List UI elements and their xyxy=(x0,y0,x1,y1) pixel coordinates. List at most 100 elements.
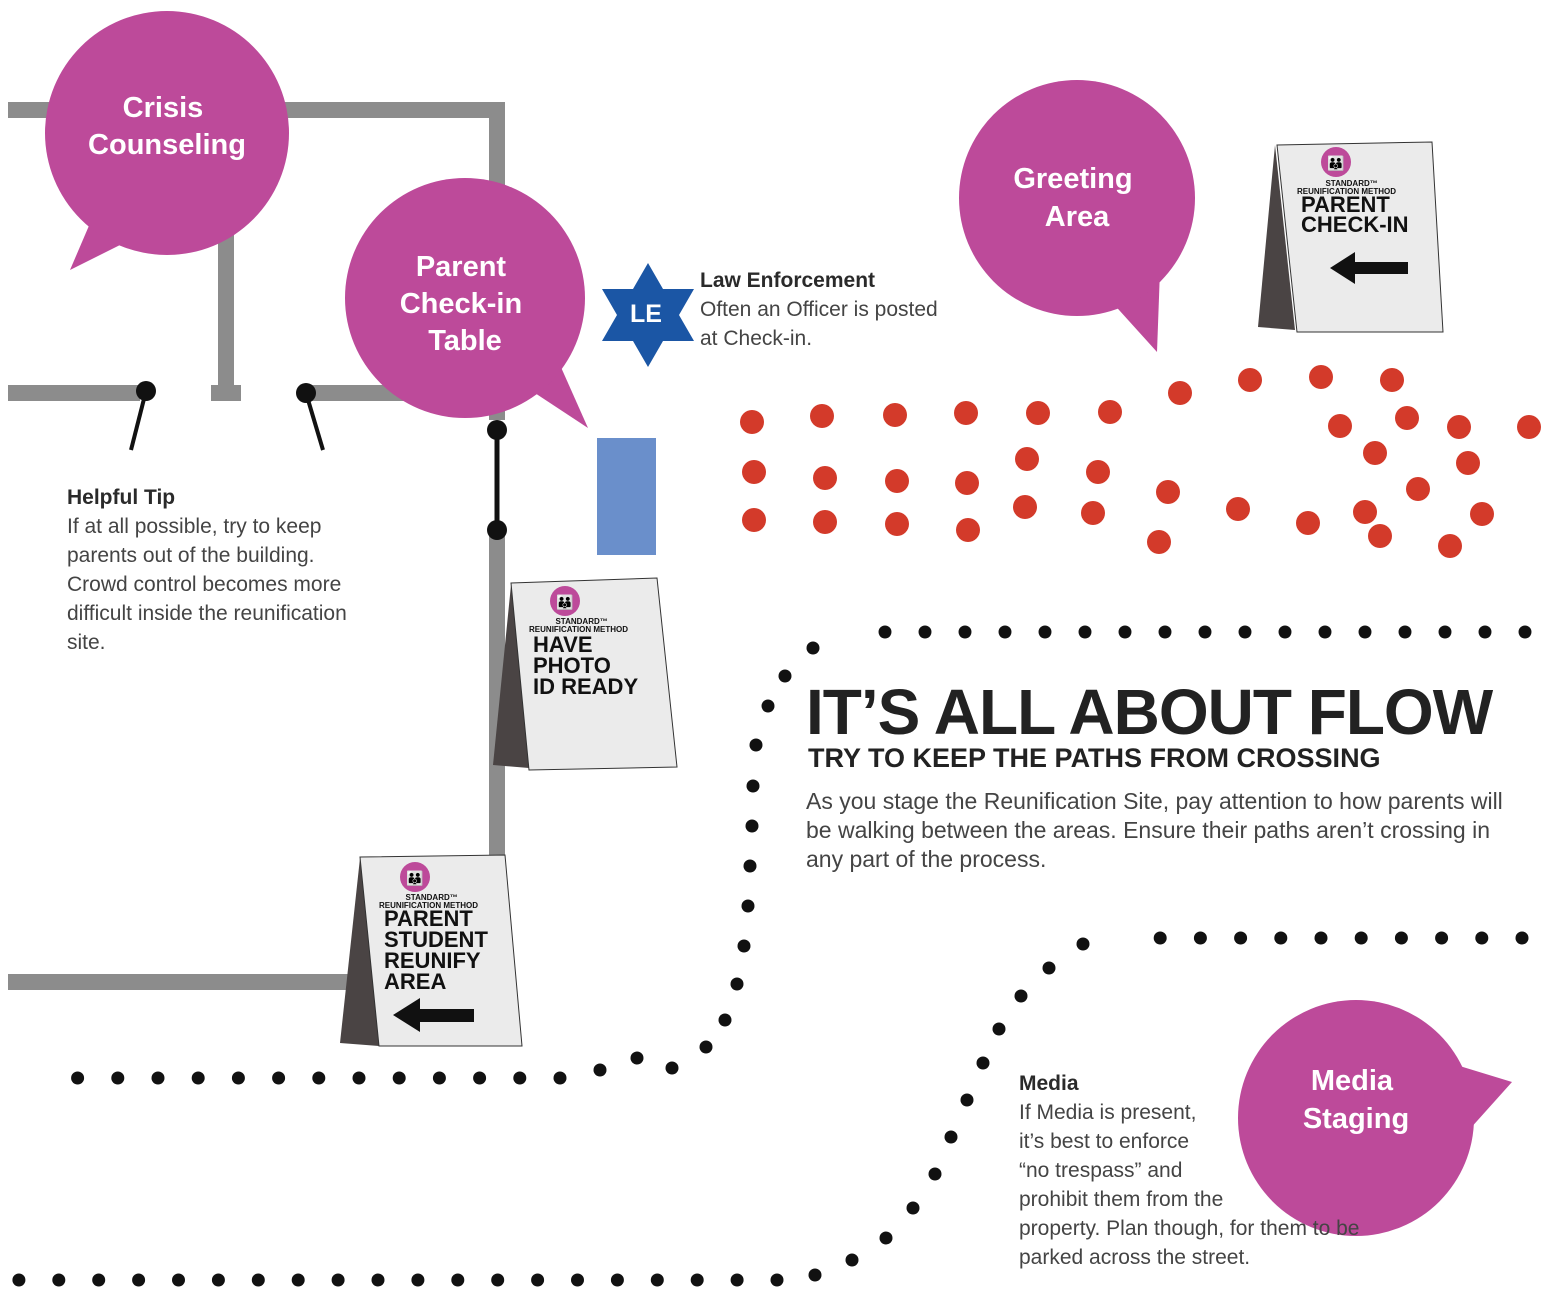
law-enforcement-body: Often an Officer is posted at Check-in. xyxy=(700,298,938,350)
crowd-dot xyxy=(1238,368,1262,392)
bubble-media-line-2: Staging xyxy=(1303,1103,1409,1135)
path-dot xyxy=(451,1273,465,1287)
svg-text:Parent Check-in Ta: Parent Check-in Table xyxy=(400,251,531,357)
crowd-dot xyxy=(1353,500,1377,524)
bubble-crisis-counseling: Crisis Counseling xyxy=(45,11,289,270)
bubble-checkin-line-1: Parent xyxy=(416,251,507,283)
path-dot xyxy=(571,1273,584,1287)
path-dot xyxy=(928,1167,942,1181)
crowd-dot xyxy=(1156,480,1180,504)
path-dot xyxy=(231,1071,245,1085)
crowd-dot xyxy=(1517,415,1541,439)
path-dot xyxy=(665,1061,679,1075)
sign-reunify-line-2: STUDENT xyxy=(384,927,488,952)
media-note-line-1: If Media is present, xyxy=(1019,1101,1197,1124)
path-dot xyxy=(741,899,755,913)
path-dot xyxy=(958,625,972,639)
le-badge-label: LE xyxy=(630,300,662,328)
path-dot xyxy=(513,1071,527,1085)
path-dot xyxy=(352,1071,366,1085)
path-dot xyxy=(1153,931,1167,945)
sign-reunify-line-4: AREA xyxy=(384,969,446,994)
bubble-media-line-1: Media xyxy=(1311,1065,1394,1097)
path-dot xyxy=(1314,931,1328,945)
svg-text:STANDARD™ REUNIFICATION: STANDARD™ REUNIFICATION METHOD xyxy=(379,893,478,910)
path-dot xyxy=(761,699,775,713)
door-right-hinge xyxy=(296,383,316,403)
bubble-media-staging: Media Staging xyxy=(1238,1000,1512,1236)
bubble-media-body xyxy=(1238,1000,1474,1236)
path-dot xyxy=(491,1273,505,1287)
door-checkin-top-hinge xyxy=(487,420,507,440)
law-enforcement-note: Law Enforcement Often an Officer is post… xyxy=(700,266,940,353)
crowd-dot xyxy=(1368,524,1392,548)
crowd-dot xyxy=(1081,501,1105,525)
sign-face xyxy=(359,854,523,1047)
crowd-dot xyxy=(1147,530,1171,554)
crowd-dot xyxy=(1086,460,1110,484)
path-dot xyxy=(1394,931,1408,945)
path-dot xyxy=(845,1253,859,1267)
path-dot xyxy=(1234,931,1248,945)
crowd-dot xyxy=(955,471,979,495)
path-dot xyxy=(291,1273,305,1287)
media-note-line-3: “no trespass” and xyxy=(1019,1159,1183,1182)
path-dot xyxy=(1354,931,1368,945)
path-dot xyxy=(1478,625,1492,639)
path-dot xyxy=(808,1268,822,1282)
path-dot xyxy=(745,819,759,833)
crowd-dot xyxy=(1309,365,1333,389)
crowd-dot xyxy=(956,518,980,542)
law-enforcement-title: Law Enforcement xyxy=(700,269,876,292)
sign-brand-top: STANDARD™ xyxy=(405,893,457,902)
parent-child-logo-icon xyxy=(400,862,430,892)
crowd-dot xyxy=(1328,414,1352,438)
sign-parent-checkin: 👪 STANDARD™ REUNIFICATION METHOD PARENT … xyxy=(1258,141,1444,333)
crowd-dot xyxy=(1456,451,1480,475)
path-dot xyxy=(531,1273,545,1287)
path-dot xyxy=(749,738,763,752)
media-note-title: Media xyxy=(1019,1072,1079,1095)
flow-body: As you stage the Reunification Site, pay… xyxy=(806,788,1503,872)
crowd-dot xyxy=(1226,497,1250,521)
sign-brand-top: STANDARD™ xyxy=(555,617,607,626)
crowd-dot xyxy=(1395,406,1419,430)
sign-brand-bottom: REUNIFICATION METHOD xyxy=(529,625,628,634)
crowd-dot xyxy=(1098,400,1122,424)
sign-photo-line-3: ID READY xyxy=(533,674,638,699)
bubble-greeting-body xyxy=(959,80,1195,316)
bubble-checkin-line-2: Check-in xyxy=(400,288,522,320)
path-dot xyxy=(1518,625,1532,639)
bubble-greeting-line-2: Area xyxy=(1045,201,1110,233)
crowd-dot xyxy=(740,410,764,434)
crowd-dot xyxy=(742,508,766,532)
path-dot xyxy=(743,859,757,873)
dotted-path-lower xyxy=(12,931,1529,1287)
path-dot xyxy=(251,1273,265,1287)
path-dot xyxy=(630,1051,644,1065)
path-dot xyxy=(211,1273,225,1287)
bubble-checkin-line-3: Table xyxy=(428,325,502,357)
crowd-dot xyxy=(742,460,766,484)
path-dot xyxy=(730,977,744,991)
svg-text:Greeting Area: Greeting Area xyxy=(1013,163,1140,233)
path-dot xyxy=(1318,625,1332,639)
star-badge-icon xyxy=(602,263,694,367)
media-note: Media If Media is present, it’s best to … xyxy=(1019,1069,1539,1272)
arrow-left-icon xyxy=(1330,252,1408,284)
parent-child-logo-icon xyxy=(550,586,580,616)
crowd-dot xyxy=(1447,415,1471,439)
parent-child-logo-icon xyxy=(1321,147,1351,177)
checkin-table xyxy=(597,438,656,555)
path-dot xyxy=(12,1273,26,1287)
sign-checkin-line-2: CHECK-IN xyxy=(1301,212,1409,237)
path-dot xyxy=(944,1130,958,1144)
crowd-dot xyxy=(954,401,978,425)
helpful-tip-title: Helpful Tip xyxy=(67,486,176,509)
path-dot xyxy=(1274,931,1288,945)
crowd-dot xyxy=(813,510,837,534)
crowd-dot xyxy=(1013,495,1037,519)
path-dot xyxy=(1042,961,1056,975)
path-dot xyxy=(132,1273,146,1287)
